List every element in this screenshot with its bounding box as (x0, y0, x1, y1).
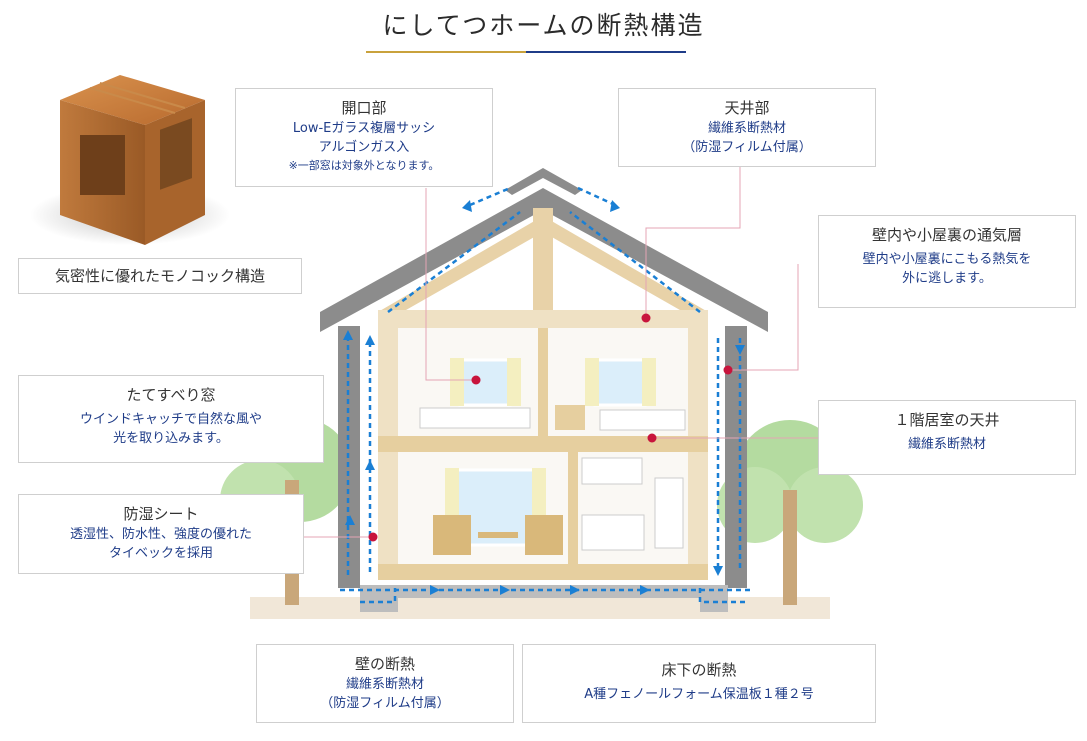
airflow-arrows (340, 186, 750, 604)
label-window-heading: たてすべり窓 (126, 386, 216, 404)
label-window: たてすべり窓 ウインドキャッチで自然な風や 光を取り込みます。 (18, 375, 324, 463)
ground (250, 597, 830, 619)
pointer-dots (368, 313, 733, 542)
page-title: にしてつホームの断熱構造 (382, 11, 705, 40)
label-first-floor-line1: 繊維系断熱材 (907, 437, 986, 452)
label-moisture-sheet: 防湿シート 透湿性、防水性、強度の優れた タイベックを採用 (18, 494, 304, 574)
label-monocoque-heading: 気密性に優れたモノコック構造 (54, 267, 265, 285)
label-moisture-line2: タイベックを採用 (108, 546, 213, 561)
label-opening-line2: アルゴンガス入 (318, 140, 410, 155)
label-opening-line1: Low-Eガラス複層サッシ (292, 121, 436, 136)
label-opening-heading: 開口部 (341, 99, 387, 117)
label-underfloor-line1: A種フェノールフォーム保温板１種２号 (584, 687, 814, 702)
foundation (360, 585, 728, 612)
label-ventilation-heading: 壁内や小屋裏の通気層 (871, 226, 1022, 244)
label-monocoque: 気密性に優れたモノコック構造 (18, 258, 302, 294)
label-first-floor-heading: １階居室の天井 (894, 411, 1000, 429)
label-opening: 開口部 Low-Eガラス複層サッシ アルゴンガス入 ※一部窓は対象外となります。 (235, 88, 493, 187)
label-ceiling-top: 天井部 繊維系断熱材 （防湿フィルム付属） (618, 88, 876, 167)
label-ventilation: 壁内や小屋裏の通気層 壁内や小屋裏にこもる熱気を 外に逃します。 (818, 215, 1076, 308)
label-opening-note: ※一部窓は対象外となります。 (288, 159, 440, 172)
label-moisture-line1: 透湿性、防水性、強度の優れた (69, 527, 252, 542)
label-first-floor: １階居室の天井 繊維系断熱材 (818, 400, 1076, 475)
label-ceiling-top-line1: 繊維系断熱材 (707, 121, 786, 136)
pointer-lines (304, 167, 818, 538)
label-ceiling-top-line2: （防湿フィルム付属） (682, 140, 812, 155)
label-ventilation-line1: 壁内や小屋裏にこもる熱気を (862, 252, 1032, 267)
label-window-line1: ウインドキャッチで自然な風や (79, 412, 262, 427)
label-ventilation-line2: 外に逃します。 (902, 271, 992, 286)
airflow-arrowheads (343, 200, 745, 595)
label-wall-line2: （防湿フィルム付属） (320, 696, 450, 711)
tree-right (717, 420, 863, 605)
label-window-line2: 光を取り込みます。 (113, 431, 229, 446)
label-wall: 壁の断熱 繊維系断熱材 （防湿フィルム付属） (256, 644, 514, 723)
label-wall-heading: 壁の断熱 (354, 655, 415, 673)
label-wall-line1: 繊維系断熱材 (345, 677, 424, 692)
label-underfloor: 床下の断熱 A種フェノールフォーム保温板１種２号 (522, 644, 876, 723)
monocoque-cube-illustration (30, 75, 230, 245)
label-moisture-heading: 防湿シート (123, 505, 199, 523)
label-underfloor-heading: 床下の断熱 (661, 661, 737, 679)
title-underline (366, 51, 686, 53)
label-ceiling-top-heading: 天井部 (724, 99, 770, 117)
